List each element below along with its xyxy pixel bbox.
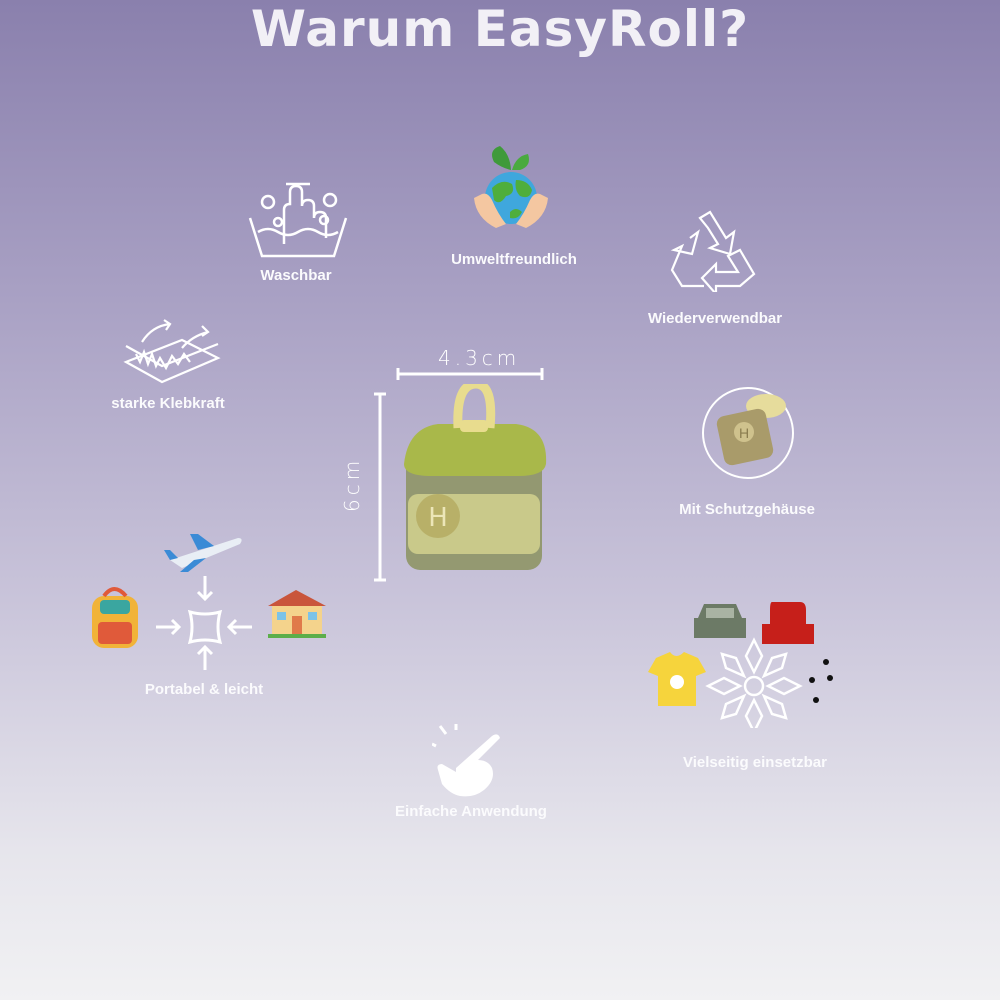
height-dimension-line — [374, 392, 386, 582]
feature-label-reusable: Wiederverwendbar — [647, 310, 783, 327]
portable-icons — [92, 534, 326, 670]
feature-label-eco: Umweltfreundlich — [451, 251, 577, 268]
height-dimension-label: 6cm — [340, 456, 364, 512]
feature-label-washable: Waschbar — [260, 267, 332, 284]
compress-icon — [156, 576, 252, 670]
width-dimension-line — [396, 368, 544, 380]
recycle-icon — [670, 210, 756, 292]
width-dimension-label: 4.3cm — [438, 346, 521, 370]
car-icon — [694, 604, 746, 638]
feature-label-portable: Portabel & leicht — [144, 681, 264, 698]
earth-hands-icon — [474, 146, 548, 228]
house-icon — [268, 590, 326, 638]
armchair-icon — [762, 602, 814, 644]
feature-label-versatile: Vielseitig einsetzbar — [683, 754, 827, 771]
product-image: H — [404, 384, 547, 570]
case-icon-circle — [702, 387, 794, 479]
backpack-icon — [92, 587, 138, 648]
tshirt-icon — [648, 652, 706, 706]
airplane-icon — [164, 534, 242, 572]
feature-label-easy: Einfache Anwendung — [395, 803, 547, 820]
feature-label-adhesion: starke Klebkraft — [111, 395, 225, 412]
tap-hand-icon — [432, 724, 500, 797]
feature-label-case: Mit Schutzgehäuse — [679, 501, 815, 518]
paw-prints-icon — [809, 659, 833, 703]
adhesion-icon — [123, 319, 221, 384]
spread-icon — [705, 637, 803, 728]
product-logo: H — [428, 503, 448, 533]
page-title: Warum EasyRoll? — [250, 0, 750, 58]
versatile-icons — [648, 602, 833, 728]
svg-text:H: H — [739, 425, 749, 441]
hand-wash-icon — [248, 182, 348, 258]
protective-case-icon: H — [716, 394, 786, 466]
